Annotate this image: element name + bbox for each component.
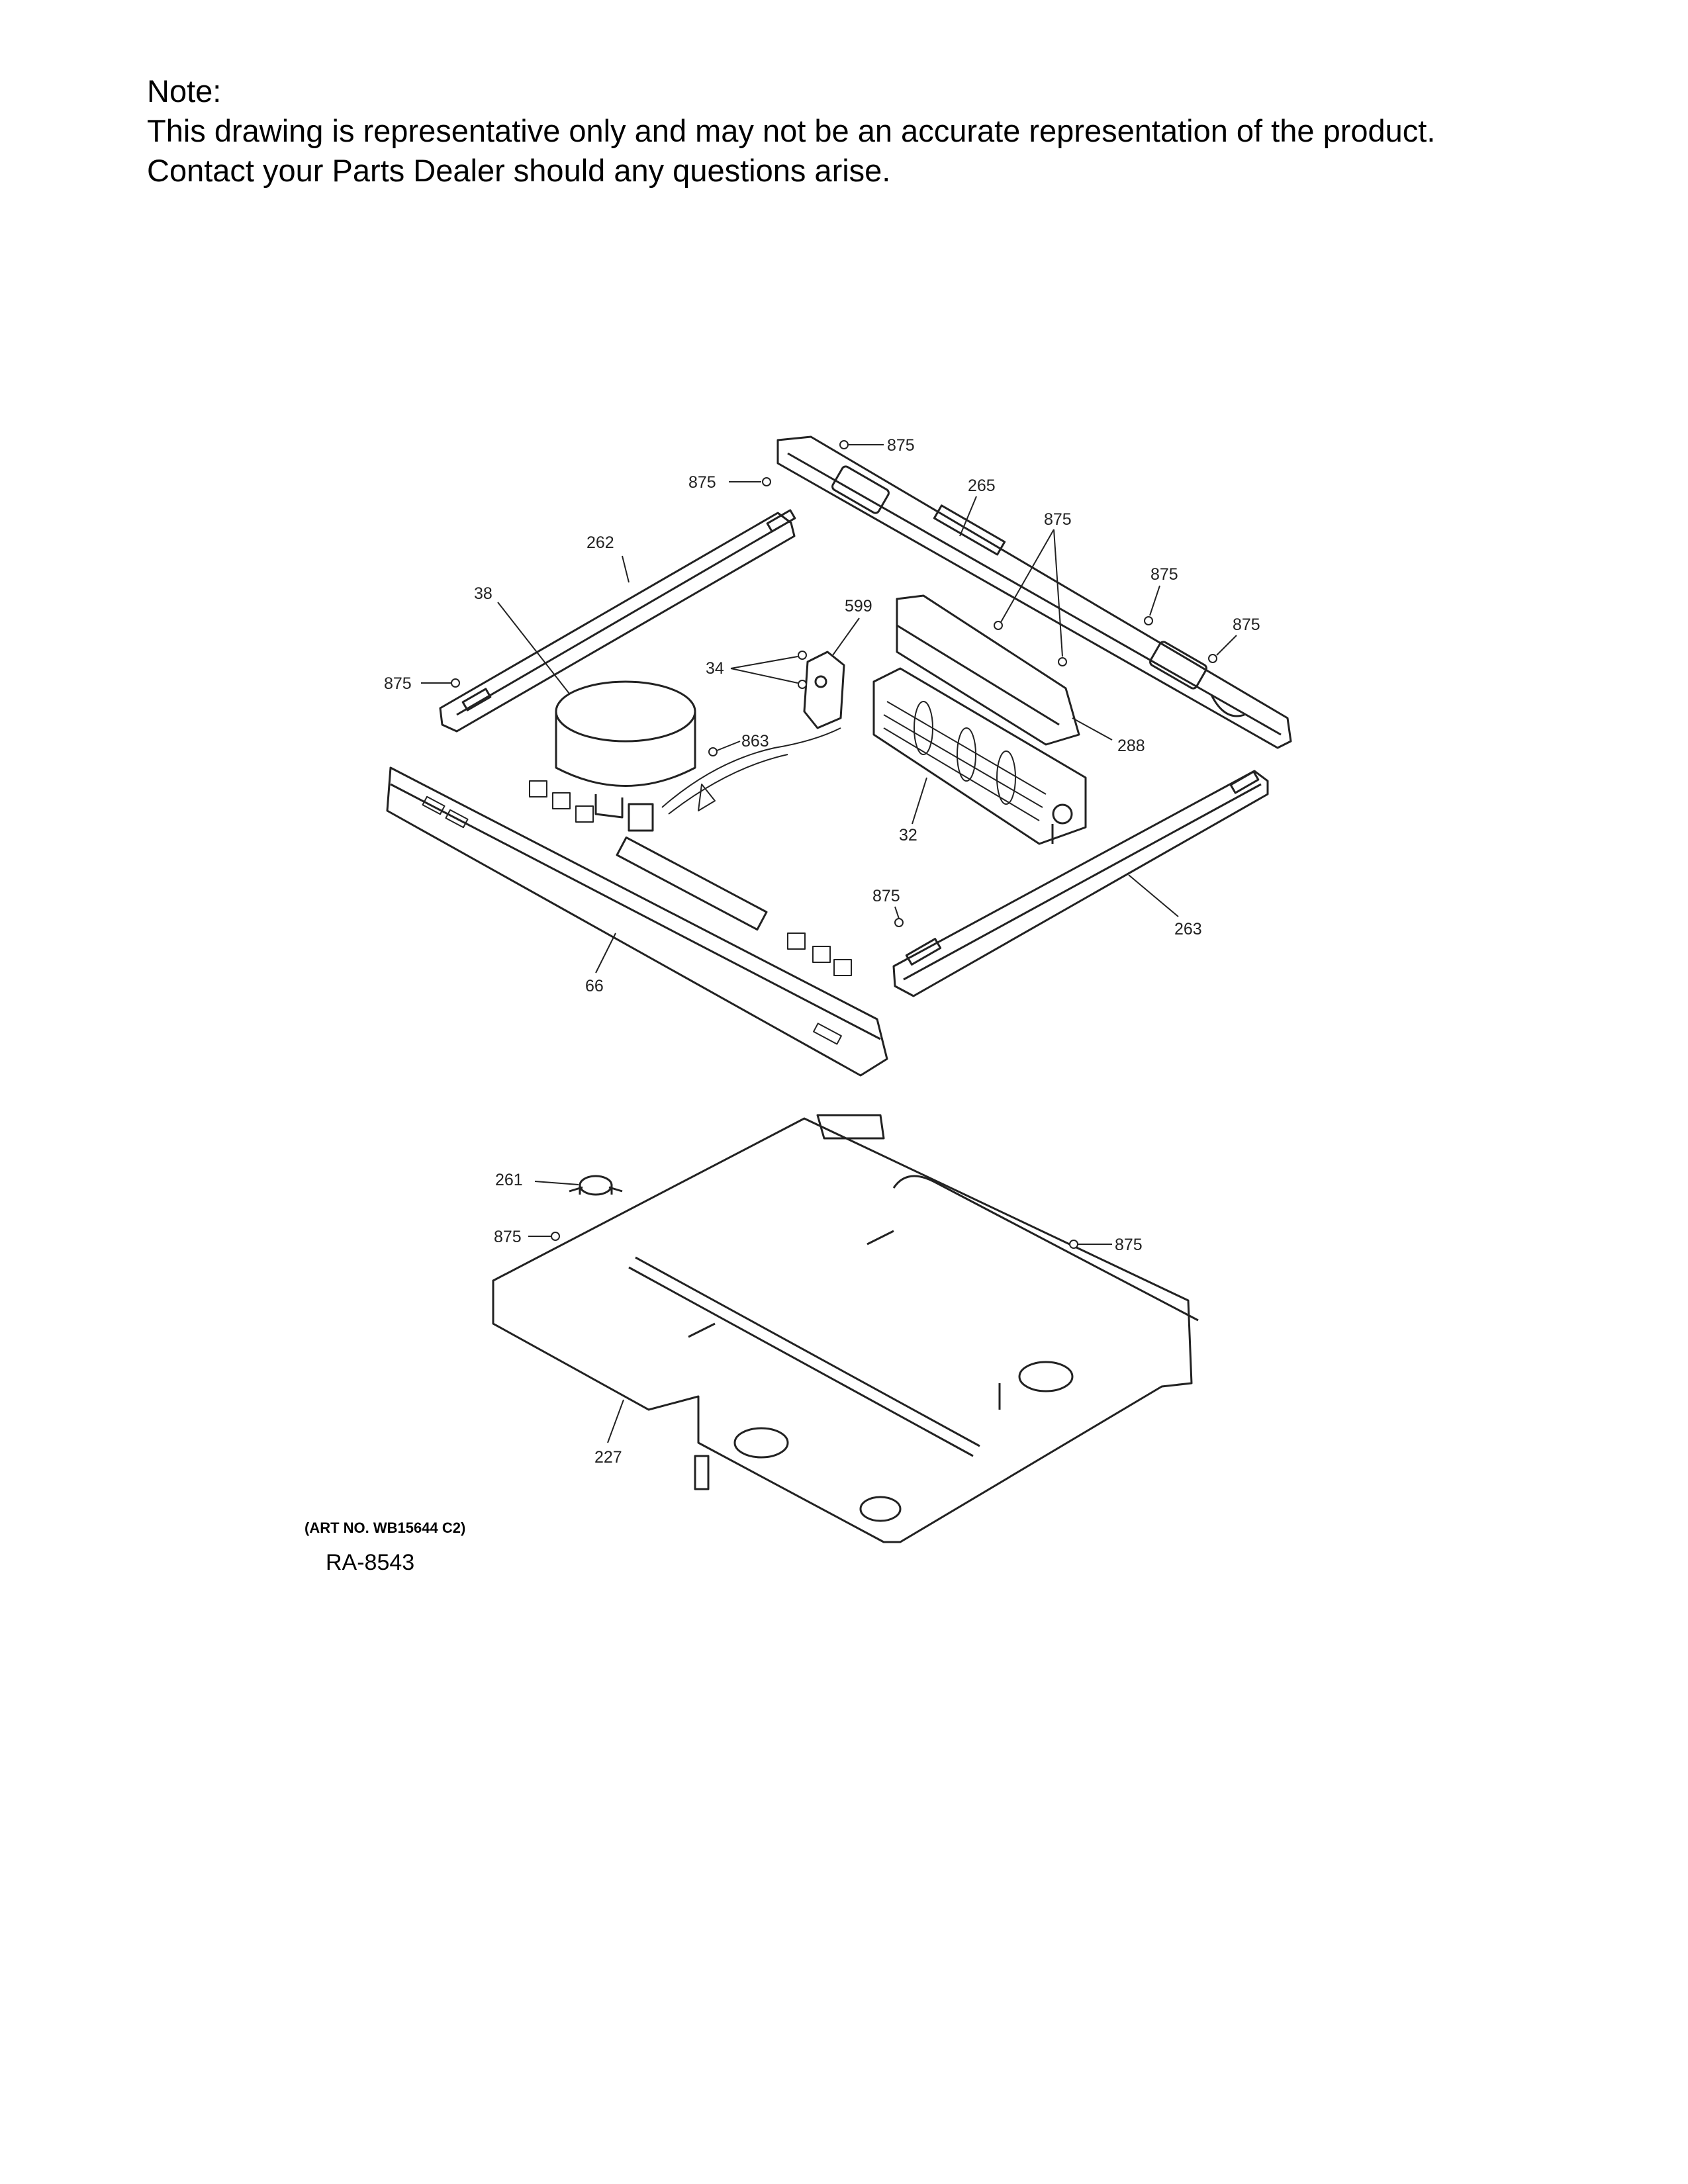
disclaimer-note: Note: This drawing is representative onl… [147, 71, 1435, 191]
leader-lines [421, 444, 1237, 1443]
callout-875-left: 875 [384, 674, 412, 693]
left-side-rail [439, 509, 796, 733]
right-side-rail [892, 770, 1269, 997]
callout-38: 38 [474, 584, 492, 603]
callout-875-top: 875 [887, 436, 915, 455]
note-line-2: Contact your Parts Dealer should any que… [147, 153, 891, 188]
drawing-reference: RA-8543 [326, 1550, 415, 1575]
callout-863: 863 [741, 732, 769, 751]
callout-66: 66 [585, 977, 604, 995]
note-heading: Note: [147, 73, 222, 109]
art-number: (ART NO. WB15644 C2) [305, 1520, 466, 1536]
screw-markers [451, 440, 1217, 1249]
callout-261: 261 [495, 1171, 523, 1189]
callout-599: 599 [845, 597, 872, 615]
callout-875-right-a: 875 [1150, 565, 1178, 584]
callout-32: 32 [899, 826, 917, 844]
callout-227: 227 [594, 1448, 622, 1467]
bottom-plate [492, 1114, 1199, 1543]
note-line-1: This drawing is representative only and … [147, 113, 1436, 148]
motor-bracket [803, 651, 845, 729]
callout-34: 34 [706, 659, 724, 678]
convection-duct-ring [555, 680, 696, 819]
callout-875-right-b: 875 [1233, 615, 1260, 634]
callout-875-pair: 875 [1044, 510, 1072, 529]
callout-875-mid: 875 [872, 887, 900, 905]
callout-875-lower-right: 875 [1115, 1236, 1143, 1254]
wire-harness [628, 727, 841, 832]
callout-263: 263 [1174, 920, 1202, 938]
callout-262: 262 [586, 533, 614, 552]
tangential-blower [872, 667, 1087, 845]
thermostat-disc [569, 1175, 623, 1196]
rear-rail [776, 435, 1292, 749]
callout-288: 288 [1117, 737, 1145, 755]
callout-875-lower-left: 875 [494, 1228, 522, 1246]
front-control-bracket [386, 766, 888, 1077]
callout-265: 265 [968, 477, 996, 495]
fan-housing-cover [896, 594, 1080, 746]
callout-875-upper-left: 875 [688, 473, 716, 492]
